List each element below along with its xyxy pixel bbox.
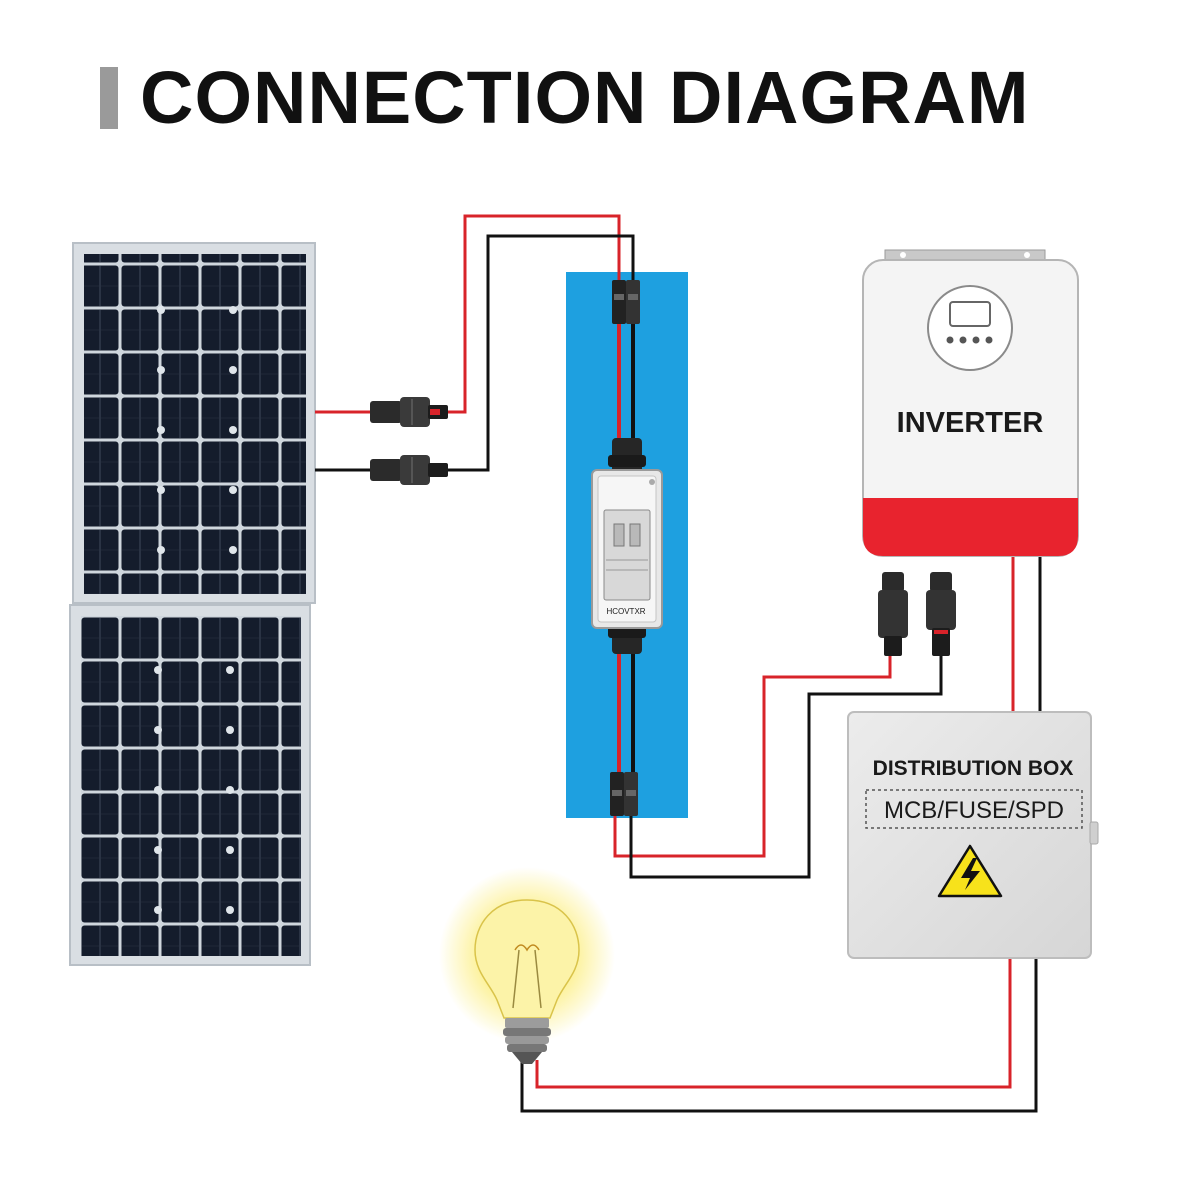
title-accent-bar [100,67,118,129]
strip-connectors-top [612,280,640,324]
wire-line-to-bulb [535,958,1012,1089]
wire-neutral-to-bulb [520,958,1038,1113]
wire-positive-to-breaker [448,214,621,414]
high-voltage-warning-icon [937,844,1003,898]
distribution-box-sublabel: MCB/FUSE/SPD [884,797,1064,824]
inverter-label: INVERTER [897,407,1044,439]
wire-negative-to-breaker [448,234,635,472]
wire-negative-to-inverter [629,655,943,879]
light-bulb-icon [439,867,615,1064]
solar-panel-bottom [69,604,311,966]
breaker-brand-label: HCOVTXR [606,607,645,616]
mc4-connector-negative [370,455,448,485]
inverter-mc4-positive [878,572,908,656]
page-title: CONNECTION DIAGRAM [140,56,1030,139]
title-block: CONNECTION DIAGRAM [100,58,1030,138]
strip-connectors-bottom [610,772,638,816]
distribution-box-icon [847,711,1099,959]
inverter-mc4-negative [926,572,956,656]
wiring [315,214,1042,1113]
distribution-box-label: DISTRIBUTION BOX [873,757,1074,780]
solar-panel-top [72,242,316,604]
mc4-connector-positive [370,397,448,427]
wire-positive-to-inverter [613,655,892,858]
dc-breaker-icon [591,438,663,654]
inverter-icon [862,249,1079,557]
